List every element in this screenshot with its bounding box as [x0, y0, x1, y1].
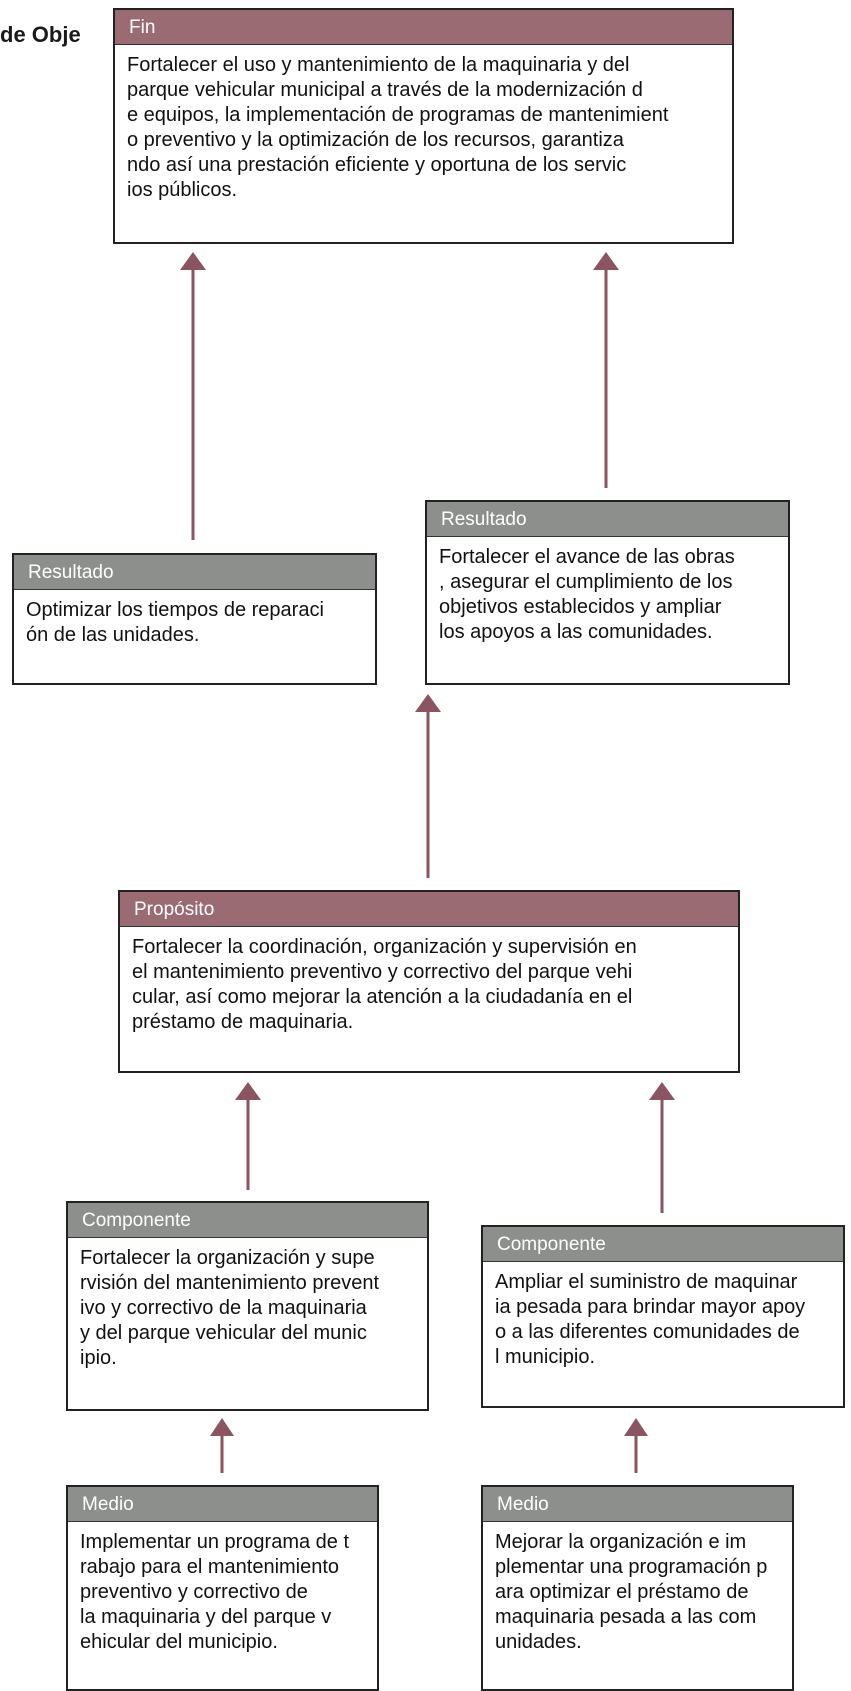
- resultado-box-2: Resultado Fortalecer el avance de las ob…: [425, 500, 790, 685]
- arrowhead-proposito-to-resultado2: [415, 694, 441, 712]
- resultado-2-header: Resultado: [427, 502, 788, 537]
- page-title: de Obje: [0, 22, 81, 47]
- medio-box-1: Medio Implementar un programa de t rabaj…: [66, 1485, 379, 1691]
- componente-box-2: Componente Ampliar el suministro de maqu…: [481, 1225, 845, 1408]
- resultado-1-header: Resultado: [14, 555, 375, 590]
- medio-1-text: Implementar un programa de t rabajo para…: [80, 1531, 350, 1653]
- fin-header: Fin: [115, 10, 732, 45]
- arrowhead-resultado2-to-fin: [593, 252, 619, 270]
- componente-1-header: Componente: [68, 1203, 427, 1238]
- medio-2-text: Mejorar la organización e im plementar u…: [495, 1531, 768, 1653]
- fin-box: Fin Fortalecer el uso y mantenimiento de…: [113, 8, 734, 244]
- arrowhead-componente2-to-proposito: [649, 1082, 675, 1100]
- medio-box-2: Medio Mejorar la organización e im pleme…: [481, 1485, 794, 1691]
- medio-1-header: Medio: [68, 1487, 377, 1522]
- fin-text: Fortalecer el uso y mantenimiento de la …: [127, 54, 669, 201]
- proposito-box: Propósito Fortalecer la coordinación, or…: [118, 890, 740, 1073]
- componente-box-1: Componente Fortalecer la organización y …: [66, 1201, 429, 1411]
- resultado-1-text: Optimizar los tiempos de reparaci ón de …: [26, 599, 324, 646]
- componente-2-text: Ampliar el suministro de maquinar ia pes…: [495, 1271, 806, 1368]
- arrowhead-medio1-to-componente1: [210, 1418, 234, 1436]
- componente-1-text: Fortalecer la organización y supe rvisió…: [80, 1247, 380, 1369]
- resultado-2-text: Fortalecer el avance de las obras , aseg…: [439, 546, 735, 643]
- componente-2-header: Componente: [483, 1227, 843, 1262]
- proposito-header: Propósito: [120, 892, 738, 927]
- arrowhead-medio2-to-componente2: [624, 1418, 648, 1436]
- arrowhead-componente1-to-proposito: [235, 1082, 261, 1100]
- medio-2-header: Medio: [483, 1487, 792, 1522]
- proposito-text: Fortalecer la coordinación, organización…: [132, 936, 637, 1033]
- arrowhead-resultado1-to-fin: [180, 252, 206, 270]
- resultado-box-1: Resultado Optimizar los tiempos de repar…: [12, 553, 377, 685]
